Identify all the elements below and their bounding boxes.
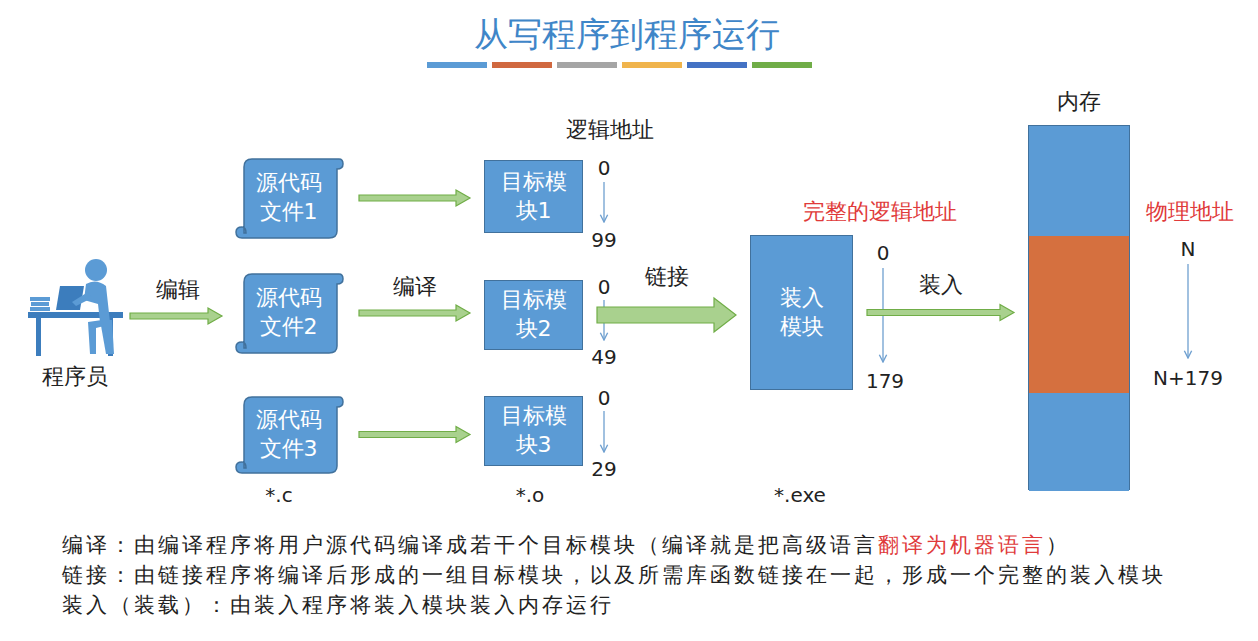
caption-text: 翻译为机器语言 [878, 533, 1046, 558]
scroll-shape [232, 393, 345, 476]
edge-label: 装入 [916, 271, 966, 297]
flow-arrow [867, 305, 1014, 321]
annotation: 29 [591, 457, 616, 481]
node-label: 源代码文件2 [254, 284, 322, 341]
module-box: 装入模块 [750, 235, 853, 390]
edge-label: 编译 [390, 274, 440, 300]
annotation: 49 [591, 345, 616, 369]
caption-row: 编译：由编译程序将用户源代码编译成若干个目标模块（编译就是把高级语言翻译为机器语… [62, 533, 1070, 558]
annotation: 0 [598, 386, 611, 410]
node-label: 装入模块 [778, 284, 824, 341]
memory-segment [1029, 126, 1129, 236]
memory-column: 内存 [1028, 125, 1130, 490]
caption-text: 编译：由编译程序将用户源代码编译成若干个目标模块（编译就是把高级语言 [62, 533, 878, 558]
annotation: N+179 [1153, 366, 1223, 390]
annotation: *.c [265, 483, 292, 507]
annotation: 逻辑地址 [566, 117, 654, 143]
annotation: 0 [877, 241, 890, 265]
source-file-scroll: 源代码文件2 [232, 270, 345, 356]
annotation: 0 [598, 275, 611, 299]
programmer-icon [28, 259, 123, 356]
flow-arrow [359, 305, 470, 321]
memory-segment [1029, 236, 1129, 393]
annotation: 程序员 [42, 364, 108, 390]
annotation: *.exe [774, 483, 826, 507]
scroll-shape [232, 270, 345, 356]
module-box: 目标模块3 [484, 396, 583, 466]
edit-arrow [130, 308, 222, 324]
flow-arrow [597, 298, 736, 332]
annotation: N [1181, 237, 1196, 261]
node-label: 源代码文件1 [254, 169, 322, 226]
annotation: 物理地址 [1146, 199, 1234, 225]
flow-arrow [359, 190, 470, 206]
module-box: 目标模块2 [484, 280, 583, 350]
node-label: 目标模块3 [499, 402, 567, 459]
annotation: *.o [516, 483, 545, 507]
caption-text: 装入（装载）：由装入程序将装入模块装入内存运行 [62, 593, 614, 618]
edge-label: 链接 [642, 264, 692, 290]
node-label: 目标模块2 [499, 286, 567, 343]
title: 从写程序到程序运行 [474, 14, 780, 55]
scroll-shape [232, 155, 345, 241]
caption-text: 链接：由链接程序将编译后形成的一组目标模块，以及所需库函数链接在一起，形成一个完… [62, 563, 1166, 588]
flow-arrow [359, 427, 470, 443]
annotation: 完整的逻辑地址 [803, 199, 957, 225]
node-label: 源代码文件3 [254, 406, 322, 463]
source-file-scroll: 源代码文件3 [232, 393, 345, 477]
module-box: 目标模块1 [484, 160, 583, 233]
annotation: 0 [598, 156, 611, 180]
memory-segment [1029, 393, 1129, 491]
memory-heading: 内存 [1029, 88, 1129, 117]
annotation: 179 [866, 369, 904, 393]
node-label: 目标模块1 [499, 168, 567, 225]
source-file-scroll: 源代码文件1 [232, 155, 345, 241]
caption-text: ） [1046, 533, 1070, 558]
annotation: 99 [591, 228, 616, 252]
title-bars [427, 62, 812, 68]
annotation: 编辑 [156, 277, 200, 303]
